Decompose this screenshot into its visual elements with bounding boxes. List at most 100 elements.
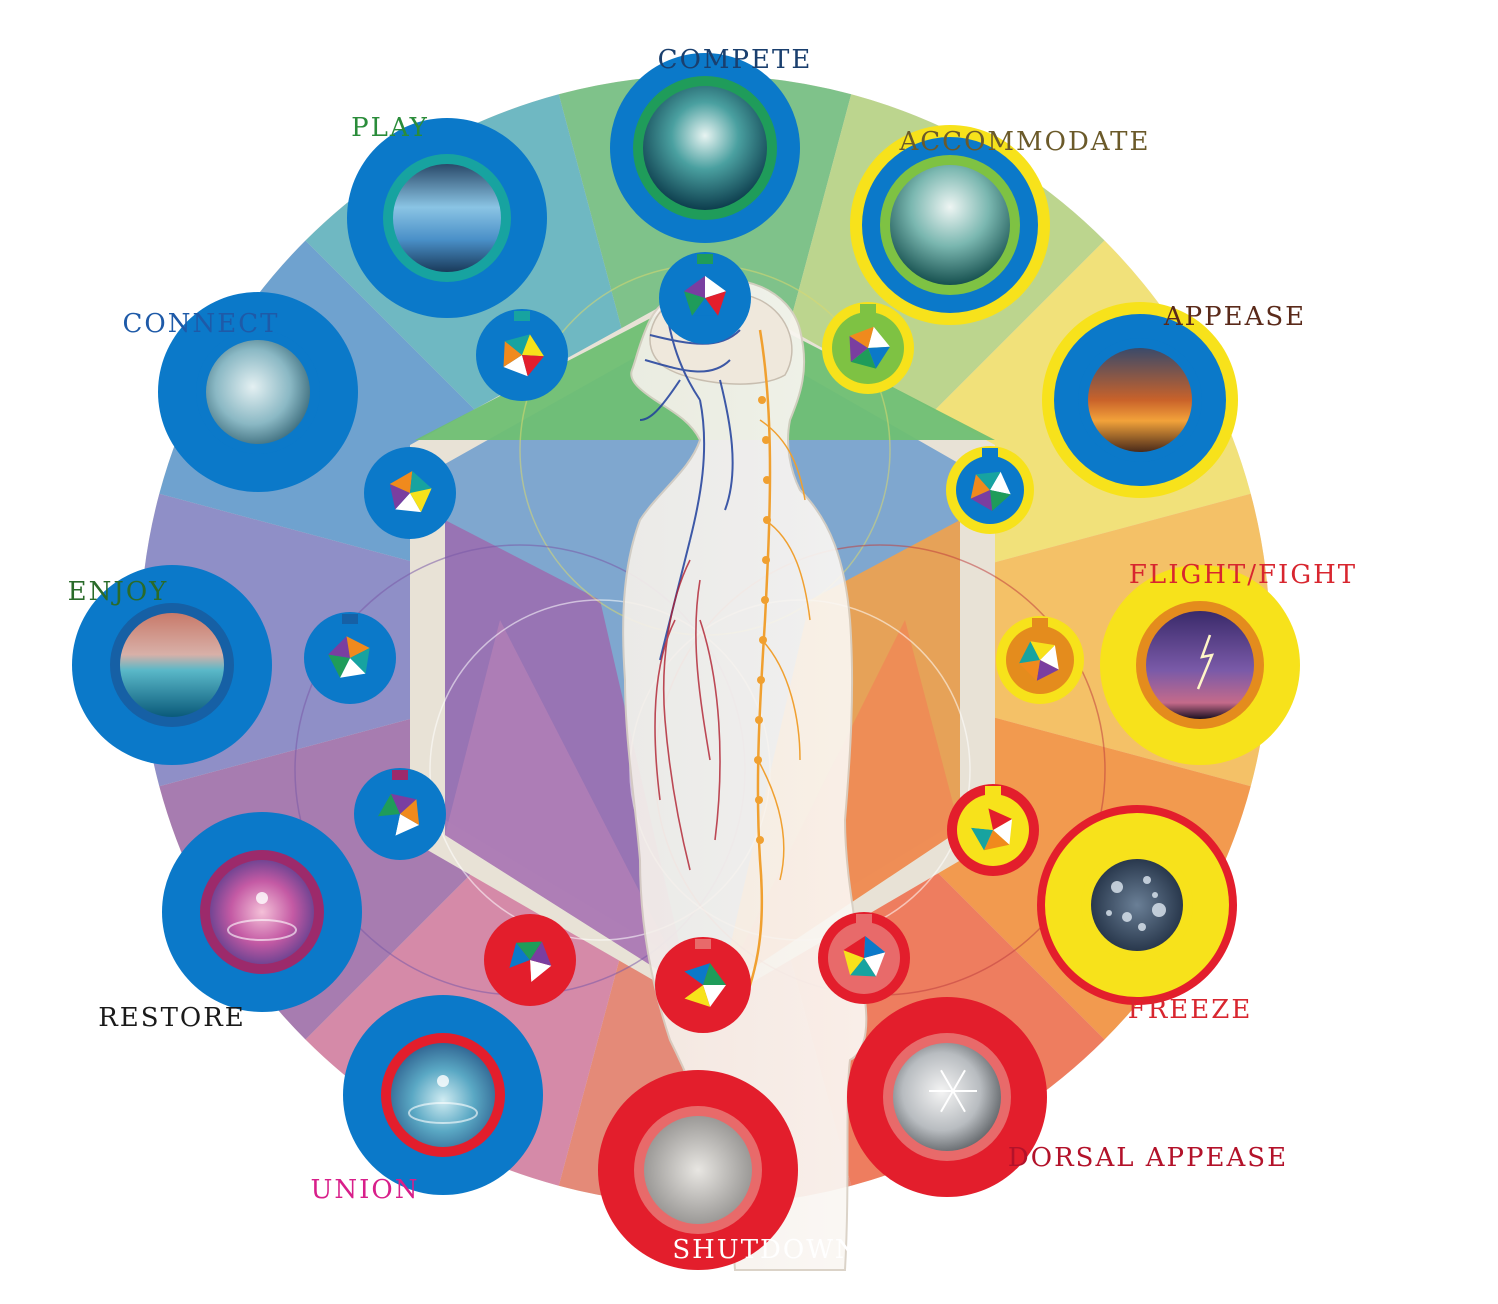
mini-icon-wedge [1036,660,1059,681]
mini-icon-restore [354,768,446,860]
mini-icon-wedge [346,636,370,658]
state-circle-connect [158,292,358,492]
label-flight-fight: FLIGHT/FIGHT [1129,560,1357,590]
mini-icon-wedge [684,985,711,1007]
mini-icon-tab [522,916,538,926]
snowflake-photo [893,1043,1001,1151]
ice-bubbles-photo [1091,859,1183,951]
mini-icon-wedge [503,355,528,377]
mini-icon-wedge [864,936,886,958]
mini-icon-wedge [1019,641,1040,664]
wave-photo [643,86,767,210]
state-labels-layer: COMPETEACCOMMODATEAPPEASEFLIGHT/FIGHTFRE… [68,45,1357,1265]
sunset-raindrops-photo [1088,348,1192,452]
mini-icon-wedge [984,830,1010,851]
state-circle-shutdown [598,1070,798,1270]
mini-icon-wedge [705,291,726,316]
state-circle-dorsal-appease [847,997,1047,1197]
ice-bubbles-icon [1106,876,1166,931]
label-enjoy: ENJOY [68,577,169,607]
mini-icon-wedge [509,960,532,982]
mini-icon-wedge [395,493,421,513]
mist-water-photo [890,165,1010,285]
mini-icon-tab [860,304,876,314]
mini-icon-freeze [947,784,1039,876]
mini-icon-wedge [864,952,886,977]
label-connect: CONNECT [123,309,280,339]
state-circle-union [343,995,543,1195]
lightning-bolt-icon [1196,634,1215,690]
label-dorsal-appease: DORSAL APPEASE [1008,1143,1288,1173]
mini-icon-wedge [522,355,544,377]
triangle-bottom-left [445,620,690,990]
mini-icon-wedge [530,960,552,982]
falling-figure-photo [644,1116,752,1224]
drop-icon [437,1075,449,1087]
water-drop-photo [391,1043,495,1147]
label-accommodate: ACCOMMODATE [899,127,1151,157]
mini-icon-wedge [340,658,366,678]
mini-icon-wedge [503,341,522,367]
label-play: PLAY [351,113,429,143]
mini-icon-wedge [1040,645,1059,670]
ocean-sky-photo [120,613,224,717]
state-circle-play [347,118,547,318]
spine-nodes [754,396,771,844]
mini-icon-wedge [868,326,890,348]
mini-icon-wedge [850,348,876,369]
mini-icon-wedge [328,636,350,658]
pink-water-drop-photo [210,860,314,964]
mini-icon-wedge [522,334,544,357]
states-layer [72,53,1300,1270]
mini-icon-accommodate [822,302,914,394]
mini-icon-enjoy [304,612,396,704]
ripple-icon [408,1102,478,1124]
mini-icon-wedge [389,484,410,510]
mini-icon-wedge [516,941,542,960]
mini-icon-tab [982,448,998,458]
mini-icon-wedge [504,334,530,355]
mini-icon-play [476,309,568,401]
mini-icon-wedge [868,346,890,369]
mini-icon-tab [985,786,1001,796]
mini-icon-compete [659,252,751,344]
waterfall-photo [393,164,501,272]
mini-icon-layer [304,252,1084,1033]
mini-icon-wedge [378,814,400,836]
mini-icon-wedge [970,490,993,511]
mini-icon-wedge [395,814,420,836]
mini-icon-wedge [684,971,703,999]
mini-icon-wedge [990,490,1011,511]
mini-icon-wedge [692,298,718,316]
mini-icon-wedge [849,336,868,362]
mini-icon-tab [514,311,530,321]
state-circle-accommodate [850,125,1050,325]
ripple-icon [227,919,297,941]
label-shutdown: SHUTDOWN [672,1235,859,1265]
mini-icon-wedge [993,819,1013,845]
mini-icon-wedge [970,474,990,499]
mini-icon-tab [856,914,872,924]
state-circle-freeze [1037,805,1237,1005]
mini-icon-connect [364,447,456,539]
label-union: UNION [311,1175,420,1205]
mini-icon-wedge [703,985,726,1007]
mini-icon-wedge [391,793,417,814]
lightning-photo [1146,611,1254,719]
mini-icon-wedge [684,291,705,316]
mini-icon-wedge [410,488,432,513]
mini-icon-wedge [530,941,552,966]
mini-icon-wedge [849,326,874,348]
mini-icon-wedge [843,936,866,958]
mini-icon-wedge [684,963,711,985]
mini-icon-wedge [971,827,993,851]
state-circle-flight-fight [1100,565,1300,765]
mini-icon-tab [342,614,358,624]
water-bubbles-photo [206,340,310,444]
mini-icon-wedge [850,958,876,977]
mini-icon-wedge [843,950,864,976]
mini-icon-tab [697,254,713,264]
mini-icon-wedge [971,808,993,830]
state-circle-compete [610,53,800,243]
